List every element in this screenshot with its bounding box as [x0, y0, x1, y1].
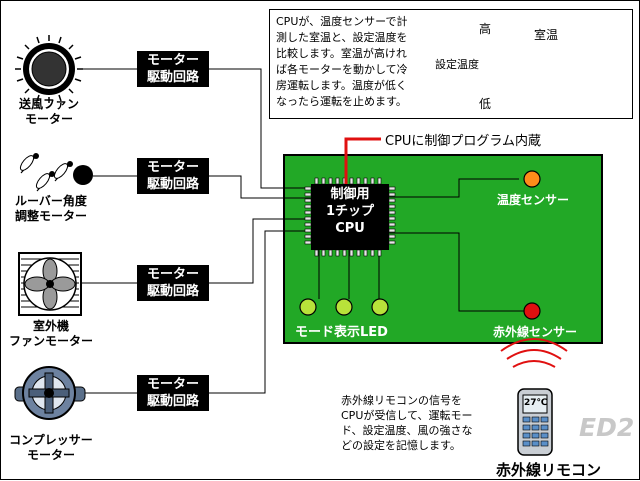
graph-setpoint-label: 設定温度: [435, 56, 479, 72]
mode-led-label: モード表示LED: [295, 325, 388, 340]
graph-high-label: 高: [479, 22, 492, 36]
motor-driver-box: モーター 駆動回路: [137, 158, 209, 194]
graph-low-label: 低: [479, 97, 492, 111]
motor-label-compressor: コンプレッサー モーター: [9, 433, 93, 462]
remote-description: 赤外線リモコンの信号を CPUが受信して、運転モー ド、設定温度、風の強さな ど…: [341, 394, 473, 452]
temp-sensor-label: 温度センサー: [497, 193, 570, 207]
wire-driver3: [209, 218, 311, 284]
cpu-callout: CPUに制御プログラム内蔵: [385, 134, 542, 149]
motor-driver-box: モーター 駆動回路: [137, 265, 209, 301]
remote-title: 赤外線リモコン: [496, 461, 602, 479]
motor-label-outdoor-fan: 室外機 ファンモーター: [8, 319, 93, 348]
explanation-text: CPUが、温度センサーで計 測した室温と、設定温度を 比較します。室温が高けれ …: [276, 15, 408, 108]
motor-label-louver: ルーバー角度 調整モーター: [14, 194, 87, 223]
remote-display: 27℃: [524, 398, 548, 408]
ir-sensor-label: 赤外線センサー: [493, 325, 578, 339]
motor-label-blower: 送風ファン モーター: [18, 97, 79, 126]
cpu-chip: 制御用 1チップ CPU: [311, 184, 389, 250]
graph-room-temp-label: 室温: [534, 28, 559, 42]
wire-driver2: [209, 175, 311, 199]
explanation-panel: CPUが、温度センサーで計 測した室温と、設定温度を 比較します。室温が高けれ …: [269, 9, 633, 119]
motor-driver-box: モーター 駆動回路: [137, 51, 209, 87]
motor-driver-box: モーター 駆動回路: [137, 375, 209, 411]
watermark-logo: ED2: [579, 413, 635, 442]
